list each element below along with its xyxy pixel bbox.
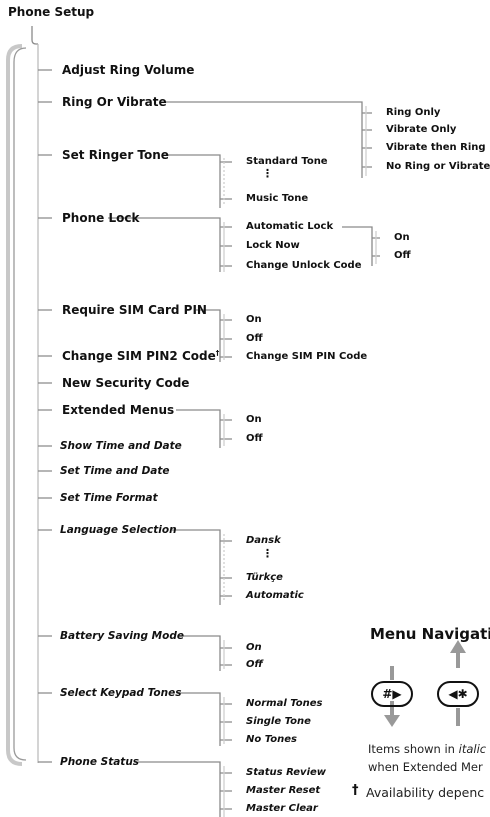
option-automatic-lock: Automatic Lock	[246, 221, 334, 232]
menu-item-require-sim-card-pin: Require SIM Card PIN	[62, 303, 207, 317]
menu-item-extended-menus: Extended Menus	[62, 403, 175, 417]
option-turkce: Türkçe	[246, 572, 283, 583]
menu-item-ring-or-vibrate: Ring Or Vibrate	[62, 95, 167, 109]
option-music-tone: Music Tone	[246, 193, 309, 204]
menu-item-change-sim-pin2-code: Change SIM PIN2 Code†	[62, 349, 220, 363]
menu-item-adjust-ring-volume: Adjust Ring Volume	[62, 63, 195, 77]
option-normal-tones: Normal Tones	[246, 698, 323, 709]
option-sim-pin-on: On	[246, 314, 262, 325]
menu-item-select-keypad-tones: Select Keypad Tones	[60, 687, 182, 699]
option-change-sim-pin-code: Change SIM PIN Code	[246, 351, 368, 362]
option-extended-on: On	[246, 414, 262, 425]
option-single-tone: Single Tone	[246, 716, 311, 727]
option-no-tones: No Tones	[246, 734, 297, 745]
main-trunk	[31, 26, 38, 45]
option-change-unlock-code: Change Unlock Code	[246, 260, 362, 271]
option-master-clear: Master Clear	[246, 803, 318, 814]
option-vibrate-then-ring: Vibrate then Ring	[386, 142, 486, 153]
option-sim-pin-off: Off	[246, 333, 263, 344]
option-auto-lock-off: Off	[394, 250, 411, 261]
footnote-dagger: †	[352, 783, 359, 798]
option-no-ring-or-vibrate: No Ring or Vibrate	[386, 161, 490, 172]
page-title: Phone Setup	[8, 5, 95, 19]
menu-item-new-security-code: New Security Code	[62, 376, 190, 390]
option-battery-on: On	[246, 642, 262, 653]
menu-item-set-time-format: Set Time Format	[60, 492, 158, 504]
footnote-text: Availability depenc	[366, 785, 485, 800]
menu-item-phone-lock: Phone Lock	[62, 211, 140, 225]
menu-item-battery-saving-mode: Battery Saving Mode	[60, 630, 184, 642]
menu-item-show-time-and-date: Show Time and Date	[60, 440, 182, 452]
option-auto-lock-on: On	[394, 232, 410, 243]
hash-right-key-icon: #▶	[371, 681, 413, 707]
option-vibrate-only: Vibrate Only	[386, 124, 457, 135]
option-battery-off: Off	[246, 659, 263, 670]
menu-item-phone-status: Phone Status	[60, 756, 140, 768]
menu-item-set-ringer-tone: Set Ringer Tone	[62, 148, 169, 162]
ellipsis-vertical: ⋮	[262, 167, 273, 180]
footnote-mark: †	[215, 349, 220, 357]
ellipsis-vertical: ⋮	[262, 547, 273, 560]
outer-bracket	[6, 44, 23, 766]
navigation-note-line2: when Extended Mer	[368, 760, 483, 774]
option-ring-only: Ring Only	[386, 107, 441, 118]
navigation-note-line1: Items shown in italic	[368, 742, 487, 756]
option-lock-now: Lock Now	[246, 240, 300, 251]
menu-navigation-title: Menu Navigati	[370, 625, 490, 643]
option-master-reset: Master Reset	[246, 785, 321, 796]
option-dansk: Dansk	[246, 535, 281, 546]
menu-item-language-selection: Language Selection	[60, 524, 177, 536]
option-status-review: Status Review	[246, 767, 327, 778]
option-standard-tone: Standard Tone	[246, 156, 328, 167]
menu-item-set-time-and-date: Set Time and Date	[60, 465, 170, 477]
option-automatic: Automatic	[246, 590, 304, 601]
option-extended-off: Off	[246, 433, 263, 444]
left-star-key-icon: ◀✱	[437, 681, 479, 707]
